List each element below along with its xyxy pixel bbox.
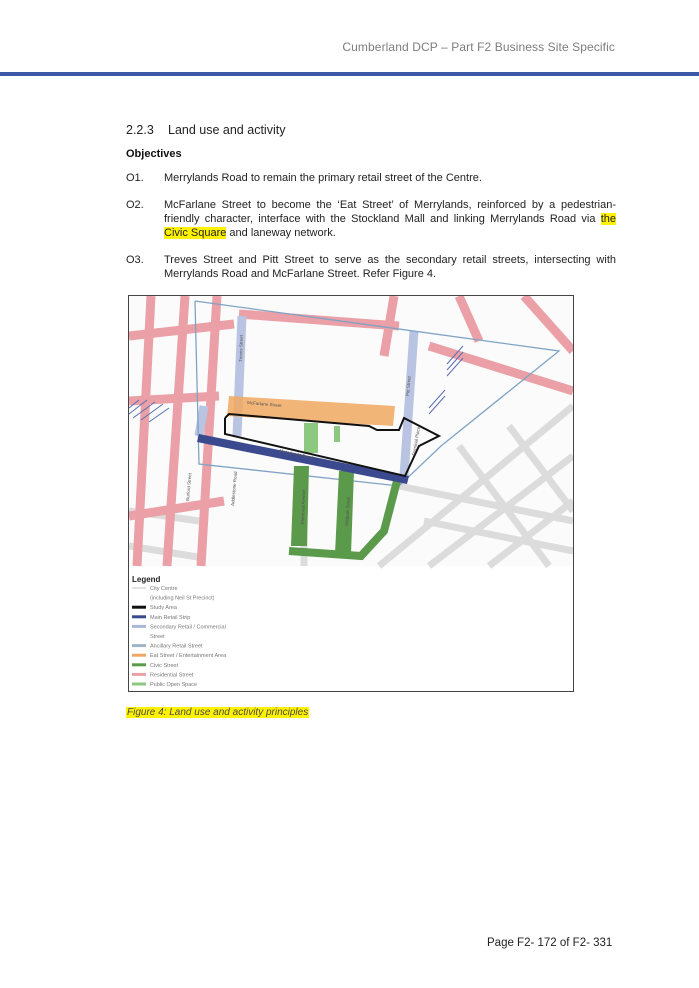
eat-street-area <box>227 396 395 426</box>
page-number: Page F2- 172 of F2- 331 <box>487 937 613 949</box>
study-area-boundary <box>224 412 442 478</box>
document-header: Cumberland DCP – Part F2 Business Site S… <box>342 40 615 54</box>
legend-label: Residential Street <box>150 672 194 678</box>
civic-street-loop <box>288 479 401 561</box>
street-label: McFarlane Street <box>247 400 283 408</box>
legend-label: Street <box>150 634 165 640</box>
street-label: Walpole Street <box>344 496 351 526</box>
objective-text: McFarlane Street to become the ‘Eat Stre… <box>164 198 616 240</box>
public-open-space <box>304 423 318 453</box>
legend-label: (including Neil St Precinct) <box>150 596 215 602</box>
objective-text: Treves Street and Pitt Street to serve a… <box>164 254 616 280</box>
objectives-heading: Objectives <box>126 148 182 160</box>
legend-title: Legend <box>132 575 161 584</box>
street-label: Terminal Place <box>411 426 421 456</box>
legend-label: Secondary Retail / Commercial <box>150 624 226 630</box>
residential-streets <box>129 296 573 567</box>
objective-o3: O3. Treves Street and Pitt Street to ser… <box>126 253 616 281</box>
figure-caption: Figure 4: Land use and activity principl… <box>126 707 310 718</box>
public-open-space <box>334 426 340 442</box>
section-title: Land use and activity <box>168 123 286 137</box>
street-label: Burford Street <box>185 472 192 501</box>
civic-street-memorial <box>291 466 309 546</box>
objective-o1: O1. Merrylands Road to remain the primar… <box>126 171 616 185</box>
legend-label: Ancillary Retail Street <box>150 644 203 650</box>
legend-label: City Centre <box>150 586 178 592</box>
legend-label: Study Area <box>150 605 178 611</box>
section-heading: 2.2.3 Land use and activity <box>126 123 285 137</box>
land-use-map-figure: McFarlane Street Merrylands Road Treves … <box>128 295 574 692</box>
legend-label: Public Open Space <box>150 682 197 688</box>
legend-label: Main Retail Strip <box>150 615 190 621</box>
objective-label: O2. <box>126 199 144 211</box>
objective-label: O1. <box>126 172 144 184</box>
section-number: 2.2.3 <box>126 123 154 137</box>
map-legend: Legend City Centre (including Neil St Pre… <box>132 575 227 688</box>
objective-o2: O2. McFarlane Street to become the ‘Eat … <box>126 198 616 240</box>
objective-text: Merrylands Road to remain the primary re… <box>164 172 482 184</box>
street-label: Treves Street <box>238 334 244 362</box>
street-label: Addlestone Road <box>230 471 238 506</box>
land-use-map: McFarlane Street Merrylands Road Treves … <box>129 296 573 688</box>
main-retail-strip <box>197 434 409 484</box>
header-rule <box>0 72 699 76</box>
objective-text-part: and laneway network. <box>226 227 336 239</box>
legend-label: Civic Street <box>150 663 179 669</box>
civic-street-walpole <box>335 471 354 554</box>
objective-text-part: McFarlane Street to become the ‘Eat Stre… <box>164 199 616 225</box>
street-label: Memorial Avenue <box>300 489 306 524</box>
objective-label: O3. <box>126 254 144 266</box>
ancillary-retail-hatch <box>129 345 464 423</box>
legend-label: Eat Street / Entertainment Area <box>150 653 227 659</box>
street-label: Pitt Street <box>405 375 412 396</box>
